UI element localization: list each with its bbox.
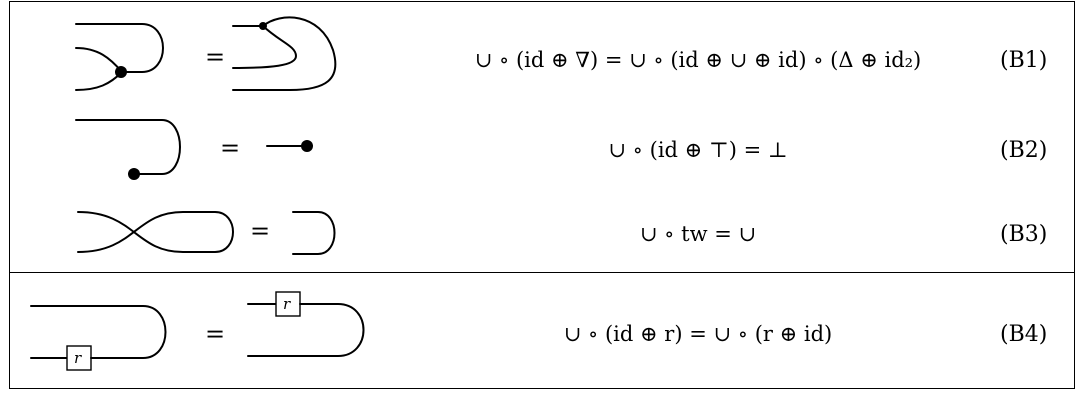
b3-formula: ∪ ∘ tw = ∪ <box>639 222 757 246</box>
b2-formula: ∪ ∘ (id ⊕ ⊤) = ⊥ <box>608 138 788 162</box>
b3-left-diagram <box>77 211 234 253</box>
b1-left-diagram <box>75 23 164 91</box>
b1-equals: = <box>205 43 226 71</box>
b1-formula: ∪ ∘ (id ⊕ ∇) = ∪ ∘ (id ⊕ ∪ ⊕ id) ∘ (Δ ⊕ … <box>474 48 922 72</box>
b4-right-r-label: r <box>283 295 291 313</box>
b4-right-diagram: r <box>247 291 365 357</box>
b4-left-r-label: r <box>74 349 82 367</box>
b4-left-diagram: r <box>30 305 167 371</box>
b4-tag: (B4) <box>1000 322 1048 347</box>
b4-equals: = <box>205 320 226 348</box>
b3-right-diagram <box>292 211 336 255</box>
b4-formula: ∪ ∘ (id ⊕ r) = ∪ ∘ (r ⊕ id) <box>563 322 833 346</box>
b4-right-r-box <box>275 291 301 317</box>
b2-equals: = <box>220 134 241 162</box>
b1-right-diagram <box>232 16 337 91</box>
b2-left-diagram <box>75 119 181 180</box>
b2-tag: (B2) <box>1000 138 1048 163</box>
b4-left-r-box <box>66 345 92 371</box>
b2-right-diagram <box>266 140 313 152</box>
table-divider <box>9 272 1075 273</box>
b3-tag: (B3) <box>1000 222 1048 247</box>
table-frame <box>9 1 1075 389</box>
b3-equals: = <box>250 217 271 245</box>
b1-tag: (B1) <box>1000 48 1048 73</box>
